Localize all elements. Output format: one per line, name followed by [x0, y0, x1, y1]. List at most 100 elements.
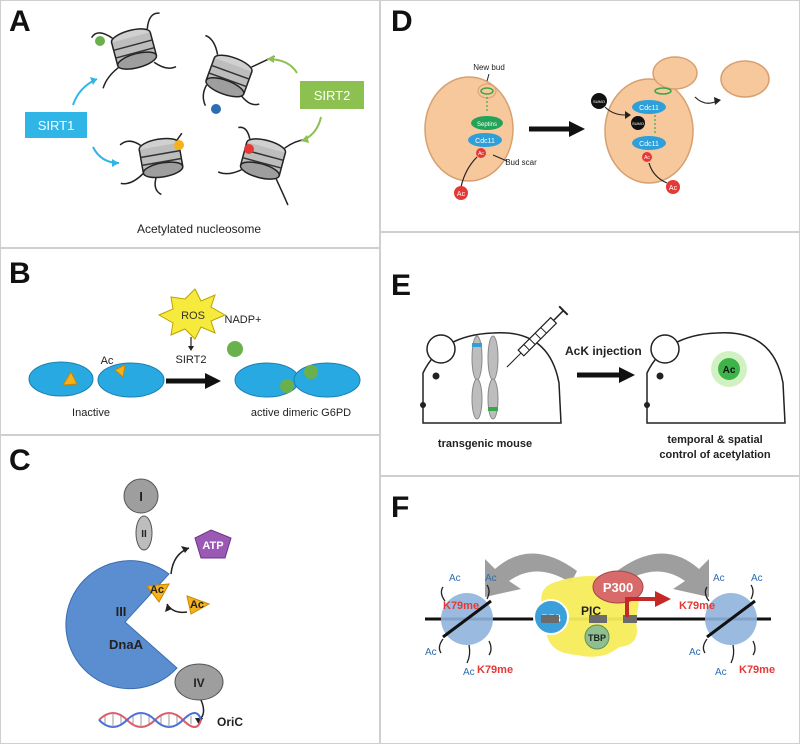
g6pd-dimer-2	[293, 362, 361, 398]
atp-pentagon	[194, 529, 232, 559]
sumo-circle-in	[631, 116, 645, 130]
g6pd-monomer-1	[28, 361, 94, 397]
domain-ii	[135, 515, 153, 551]
ac-mid-label: Ac	[644, 155, 650, 161]
panel-a-diagram: SIRT1 SIRT2 Acetylated nucleosome	[25, 12, 364, 236]
tss-arrow	[625, 597, 659, 617]
cdc11-ellipse-left	[468, 133, 502, 147]
ac-right-3: Ac	[689, 647, 701, 658]
oric-label: OriC	[217, 715, 243, 729]
temporal-label: temporal & spatial	[667, 434, 762, 446]
acetyl-triangle-dnaa	[146, 583, 170, 603]
daughter-cell-attached	[652, 56, 698, 90]
tbp-circle	[584, 624, 610, 650]
mouse-transgenic	[420, 332, 562, 424]
nucleosome-left	[438, 584, 493, 664]
yeast-cell-mother	[424, 76, 514, 182]
atp-label: ATP	[202, 540, 223, 552]
panel-d: D New bud Septins Cdc11 Ac Bud scar Ac	[380, 0, 800, 232]
dna-helix	[98, 712, 202, 728]
domain-iv-label: IV	[193, 676, 204, 690]
tbp-label: TBP	[588, 633, 606, 643]
chromosome-1	[471, 335, 483, 420]
domain-iv	[174, 663, 224, 701]
ac-label-c2: Ac	[190, 599, 204, 611]
panel-e-label: E	[391, 269, 412, 302]
domain-i	[123, 478, 159, 514]
yeast-cell-right	[604, 78, 694, 184]
nadp-circle	[227, 341, 243, 357]
ac-in-label: Ac	[457, 191, 466, 198]
sumo-label-out: SUMO	[593, 99, 605, 104]
k79me-left-top: K79me	[443, 600, 479, 612]
domain-iii-label: III	[116, 604, 127, 619]
panel-f: F PIC P300 P53 TBP	[380, 476, 800, 744]
nadp-bound-2	[304, 365, 318, 379]
inactive-label: Inactive	[72, 407, 110, 419]
acetylated-nucleosome-caption: Acetylated nucleosome	[137, 222, 261, 236]
panel-b-diagram: ROS SIRT2 NADP+ Ac Inactive active dimer…	[28, 288, 361, 419]
sirt1-label: SIRT1	[38, 118, 75, 133]
ac-right-2: Ac	[751, 573, 763, 584]
ac-left-1: Ac	[449, 573, 461, 584]
panel-a-label: A	[9, 5, 31, 38]
panel-c-diagram: I II III DnaA Ac Ac ATP IV	[65, 478, 243, 729]
sirt2-box	[300, 81, 364, 109]
panel-d-diagram: New bud Septins Cdc11 Ac Bud scar Ac SUM…	[424, 56, 770, 200]
transition-arrow-d	[569, 121, 585, 137]
nucleosome-2	[202, 34, 275, 107]
ac-out-label: Ac	[669, 185, 678, 192]
ac-left-3: Ac	[425, 647, 437, 658]
curved-arrow-right	[617, 553, 709, 597]
cdc11-ellipse-right-a	[632, 100, 666, 114]
dnaa-domain-iii	[65, 560, 178, 690]
acetyl-mark-blue	[211, 104, 221, 114]
cdc11-label-right-b: Cdc11	[639, 141, 659, 148]
acetyl-mark-yellow	[174, 140, 184, 150]
ros-star	[157, 288, 227, 340]
sirt2-label: SIRT2	[314, 88, 351, 103]
sumo-label-in: SUMO	[632, 121, 644, 126]
acetyl-triangle-1	[62, 370, 78, 386]
cdc11-label-right-a: Cdc11	[639, 105, 659, 112]
ac-circle-out	[666, 180, 680, 194]
nadp-label: NADP+	[225, 314, 262, 326]
ac-right-1: Ac	[713, 573, 725, 584]
curved-arrow-left	[485, 553, 577, 597]
panel-e: E	[380, 232, 800, 476]
acetyl-triangle-2	[114, 364, 126, 378]
nucleosome-right	[702, 584, 757, 664]
acetyl-mark-red	[244, 144, 254, 154]
panel-f-label: F	[391, 491, 410, 524]
panel-d-label: D	[391, 5, 413, 38]
panel-b-label: B	[9, 257, 31, 290]
g6pd-monomer-2	[97, 362, 165, 398]
syringe-icon	[506, 305, 569, 368]
transition-arrow-e	[619, 367, 635, 383]
ac-circle-mid	[642, 152, 652, 162]
ac-small-label: Ac	[478, 151, 484, 157]
domain-i-label: I	[139, 489, 143, 504]
nadp-bound-1	[280, 379, 294, 393]
acetyl-triangle-free	[186, 595, 211, 615]
nucleosome-3	[119, 132, 185, 196]
daughter-cell-free	[720, 60, 770, 98]
ac-label-e: Ac	[723, 365, 736, 376]
panel-e-diagram: AcK injection Ac transgenic mouse tempor…	[420, 305, 786, 461]
k79me-left-bottom: K79me	[477, 664, 513, 676]
chromosome-2	[487, 335, 499, 420]
ac-glow-circle	[718, 358, 740, 380]
sirt2-label-b: SIRT2	[176, 354, 207, 366]
septins-label: Septins	[477, 122, 497, 128]
transition-arrow-b	[205, 373, 221, 389]
ac-label-b: Ac	[101, 355, 114, 367]
ac-label-c1: Ac	[150, 584, 164, 596]
panel-f-diagram: PIC P300 P53 TBP	[425, 553, 775, 678]
cdc11-label-left: Cdc11	[475, 138, 495, 145]
p300-ellipse	[592, 570, 644, 604]
ack-injection-label: AcK injection	[565, 344, 642, 358]
ac-left-2: Ac	[485, 573, 497, 584]
k79me-right-top: K79me	[679, 600, 715, 612]
nucleosome-4	[217, 126, 306, 206]
